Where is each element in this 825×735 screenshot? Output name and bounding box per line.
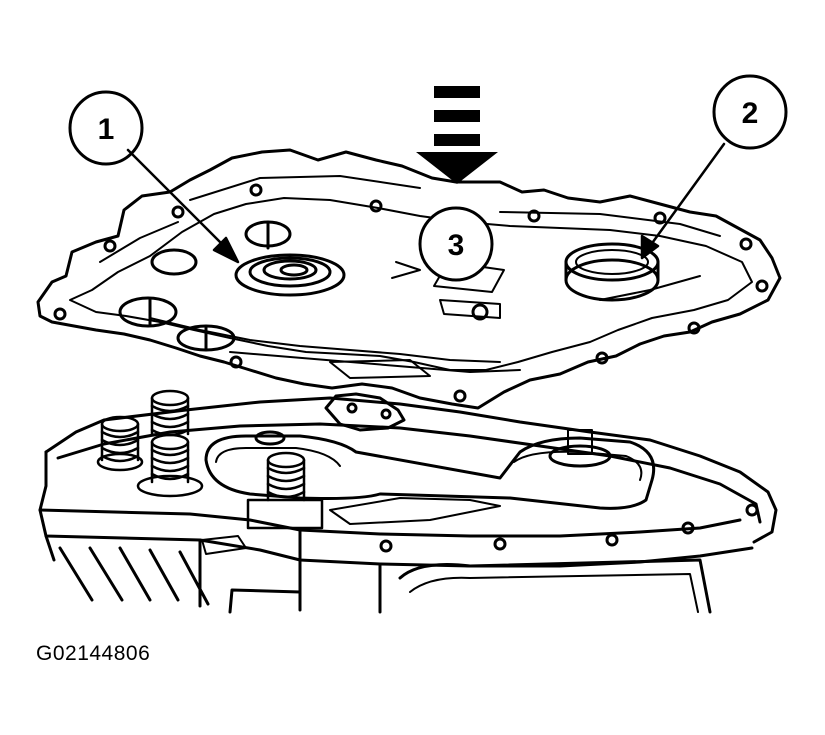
- callout-2-circle: [712, 74, 788, 150]
- callout-3-circle: [418, 206, 494, 282]
- callout-3-label: 3: [448, 229, 465, 262]
- spring-middle: [136, 433, 204, 498]
- separator-plate: [36, 148, 782, 410]
- bracket: [324, 392, 406, 432]
- callout-1-label: 1: [98, 113, 115, 146]
- callout-leaders: [126, 142, 726, 264]
- down-direction-arrow: [416, 86, 498, 184]
- spring-back: [150, 389, 190, 437]
- accumulator-seal-1: [234, 253, 346, 297]
- figure-id-label: G02144806: [36, 642, 151, 665]
- transaxle-case: [38, 396, 778, 614]
- callout-2-label: 2: [742, 97, 759, 130]
- spring-front: [246, 451, 324, 530]
- callout-1-circle: [68, 90, 144, 166]
- accumulator-seal-2: [564, 242, 660, 302]
- spring-left: [96, 415, 144, 472]
